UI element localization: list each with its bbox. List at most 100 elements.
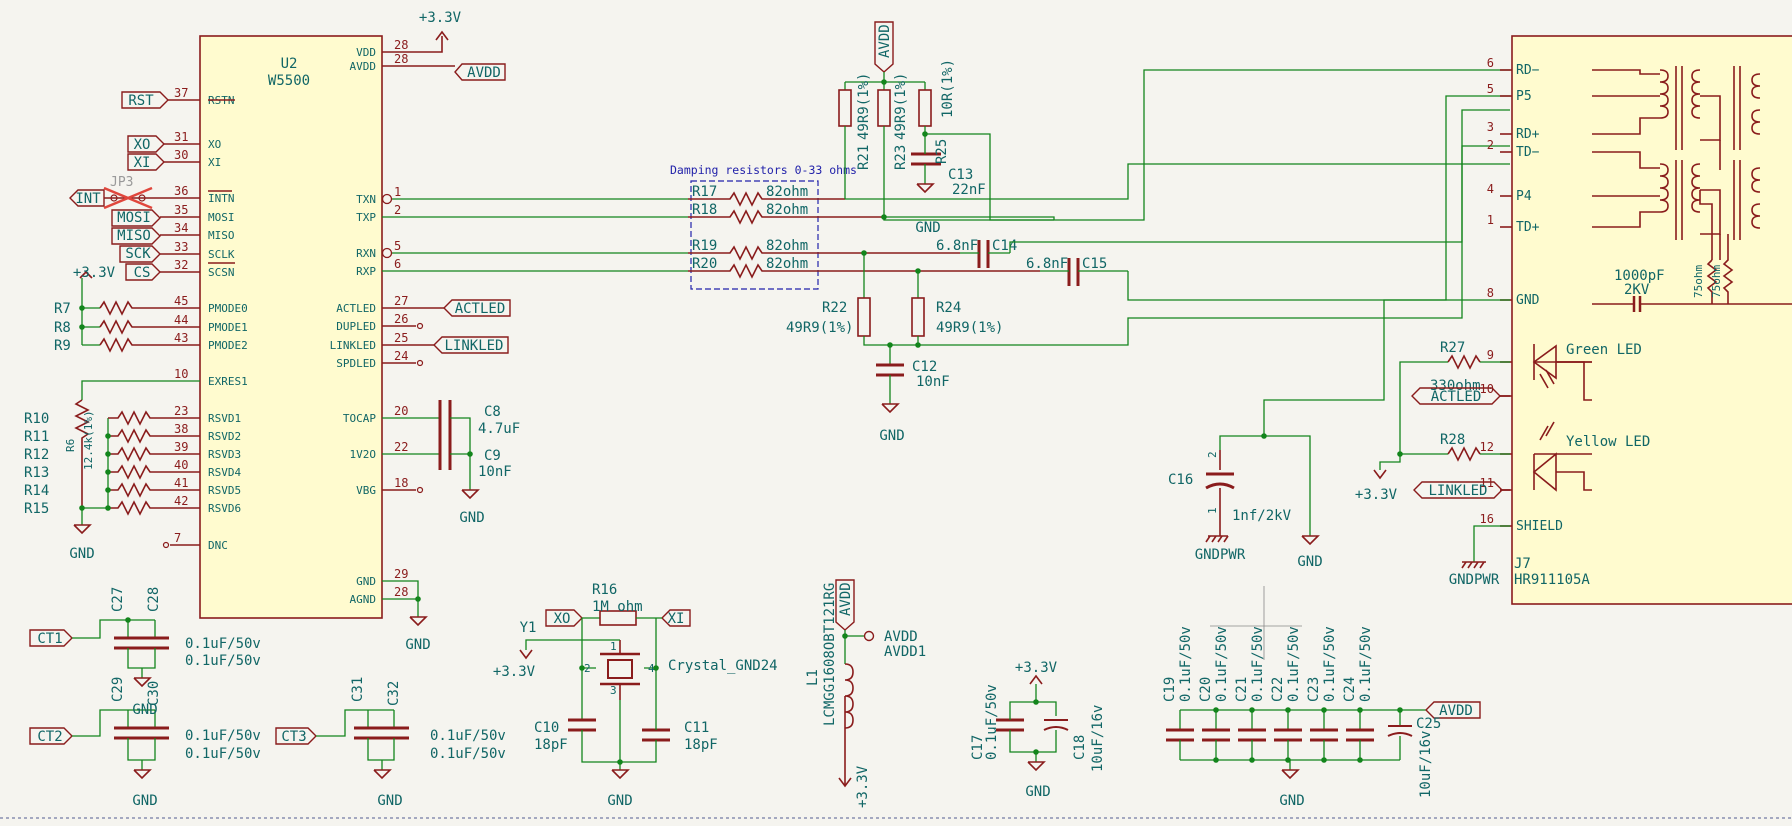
- led-resistors[interactable]: +3.3V R27 330ohm R28: [1355, 340, 1510, 503]
- j7-pin-num: 5: [1487, 82, 1494, 96]
- mosi-label[interactable]: MOSI: [111, 209, 200, 227]
- svg-text:R22: R22: [822, 300, 847, 316]
- svg-text:18pF: 18pF: [684, 737, 718, 753]
- svg-text:C28: C28: [146, 587, 162, 612]
- svg-text:R28: R28: [1440, 432, 1465, 448]
- c8-c9-caps[interactable]: GND C8 4.7uF C9 10nF: [382, 400, 520, 526]
- svg-text:GND: GND: [405, 637, 430, 653]
- actled-label-u2[interactable]: ACTLED: [382, 299, 511, 317]
- svg-text:GND: GND: [377, 793, 402, 809]
- bank-cap-ref: C23: [1306, 677, 1322, 702]
- svg-text:R17: R17: [692, 184, 717, 200]
- svg-text:49R9(1%): 49R9(1%): [786, 320, 853, 336]
- j7-pin-name: SHIELD: [1516, 519, 1563, 534]
- pmode-resistors[interactable]: +3.3V R7 R8 R9: [54, 265, 200, 354]
- jp3-ref: JP3: [110, 175, 133, 190]
- bank-cap-value: 0.1uF/50v: [1214, 626, 1230, 702]
- svg-text:C8: C8: [484, 404, 501, 420]
- svg-text:Crystal_GND24: Crystal_GND24: [668, 658, 778, 674]
- u2-pin-name: SPDLED: [336, 357, 376, 370]
- svg-text:R18: R18: [692, 202, 717, 218]
- svg-text:+3.3V: +3.3V: [855, 765, 871, 808]
- svg-text:Y1: Y1: [520, 620, 537, 636]
- svg-text:22nF: 22nF: [952, 182, 986, 198]
- u2-pin-num: 22: [394, 440, 408, 454]
- j7-gnd-c16[interactable]: GND 2 1 GNDPWR C16 1nf/2kV: [1168, 299, 1510, 570]
- u2-pin-name: AGND: [350, 593, 377, 606]
- svg-text:R23: R23: [893, 145, 909, 170]
- rst-label[interactable]: RST: [121, 91, 200, 109]
- miso-label[interactable]: MISO: [111, 227, 200, 245]
- l1-inductor[interactable]: AVDD AVDD AVDD1 +3.3V L1 LCMGG1608OBT121…: [805, 579, 926, 808]
- xi-label[interactable]: XI: [127, 153, 200, 171]
- svg-text:MOSI: MOSI: [117, 210, 151, 226]
- svg-text:GND: GND: [1297, 554, 1322, 570]
- u2-pin-name: PMODE2: [208, 339, 248, 352]
- svg-text:GND: GND: [915, 220, 940, 236]
- svg-text:R7: R7: [54, 301, 71, 317]
- u2-pin-name: RSVD2: [208, 430, 241, 443]
- u2-right-pins: VDD28AVDD28TXN1TXP2RXN5RXP6ACTLED27DUPLE…: [330, 38, 409, 606]
- u2-pin-name: EXRES1: [208, 375, 248, 388]
- u2-pin-num: 2: [394, 203, 401, 217]
- c17-c18-decoupling[interactable]: +3.3V GND C17 0.1uF/50v C18 10uF/16v: [970, 660, 1106, 800]
- u2-pin-name: VDD: [356, 46, 376, 59]
- svg-text:10nF: 10nF: [478, 464, 512, 480]
- svg-text:2: 2: [1206, 451, 1219, 458]
- svg-text:2KV: 2KV: [1624, 282, 1650, 298]
- ct1-decoupling[interactable]: CT1 C27 C28 0.1uF/50v 0.1uF/50v: [29, 587, 261, 688]
- ct3-decoupling[interactable]: CT3 GND C31 C32 0.1uF/50v 0.1uF/50v: [275, 677, 506, 809]
- svg-text:0.1uF/50v: 0.1uF/50v: [430, 746, 506, 762]
- u2-pin-num: 44: [174, 313, 188, 327]
- linkled-label-u2[interactable]: LINKLED: [382, 336, 509, 354]
- svg-text:R10: R10: [24, 411, 49, 427]
- svg-text:82ohm: 82ohm: [766, 238, 808, 254]
- linkled-label-j7[interactable]: LINKLED: [1413, 481, 1510, 499]
- rsvd-resistors[interactable]: R10 R11 R12 R13 R14 R15: [24, 410, 200, 517]
- u2-pin-num: 32: [174, 258, 188, 272]
- u2-pin-num: 34: [174, 221, 188, 235]
- shield-gnd: GNDPWR: [1449, 525, 1510, 588]
- j7-pin-num: 8: [1487, 286, 1494, 300]
- svg-text:18pF: 18pF: [534, 737, 568, 753]
- j7-pin-num: 1: [1487, 213, 1494, 227]
- j7-pin-num: 4: [1487, 182, 1494, 196]
- int-label[interactable]: INT JP3: [69, 175, 200, 210]
- rx-termination[interactable]: GND R22 49R9(1%) R24 49R9(1%) C12 10nF: [786, 109, 1510, 444]
- rx-caps[interactable]: 6.8nF C14 6.8nF C15: [936, 95, 1510, 301]
- avdd-label-u2[interactable]: AVDD: [454, 63, 506, 81]
- damping-annotation: Damping resistors 0-33 ohms: [670, 163, 857, 177]
- svg-text:XO: XO: [554, 611, 571, 627]
- damping-resistors[interactable]: R17 R18 R19 R20 82ohm 82ohm 82ohm 82ohm: [688, 184, 1040, 279]
- svg-text:0.1uF/50v: 0.1uF/50v: [185, 636, 261, 652]
- svg-text:GNDPWR: GNDPWR: [1449, 572, 1500, 588]
- ct2-decoupling[interactable]: CT2 GND GND C29 C30 0.1uF/50v 0.1uF/50v: [29, 677, 261, 809]
- power-3v3-top: +3.3V: [419, 10, 462, 26]
- svg-text:10uF/16v: 10uF/16v: [1090, 705, 1106, 772]
- svg-text:GND: GND: [132, 702, 157, 718]
- green-led-label: Green LED: [1566, 342, 1642, 358]
- tx-termination[interactable]: AVDD GND R21 49R9(1%) R23 49R9(1%) 10R(1…: [838, 21, 1054, 236]
- svg-text:R13: R13: [24, 465, 49, 481]
- u2-pin-num: 35: [174, 203, 188, 217]
- u2-pin-name: RSVD4: [208, 466, 241, 479]
- j7-pin-num: 3: [1487, 120, 1494, 134]
- xo-label[interactable]: XO: [127, 135, 200, 153]
- actled-label-j7[interactable]: ACTLED: [1411, 387, 1510, 405]
- u2-pin-num: 39: [174, 440, 188, 454]
- svg-text:ACTLED: ACTLED: [1431, 389, 1482, 405]
- u2-w5500-symbol[interactable]: U2 W5500 VDD28AVDD28TXN1TXP2RXN5RXP6ACTL…: [174, 35, 409, 619]
- u2-pin-num: 24: [394, 349, 408, 363]
- crystal-y1[interactable]: XO XI R16 1M ohm +3.3V Y1 Crystal_GND24 …: [493, 582, 778, 809]
- sck-label[interactable]: SCK: [119, 245, 200, 263]
- svg-text:1: 1: [610, 640, 617, 653]
- u2-pin-num: 10: [174, 367, 188, 381]
- svg-text:LINKLED: LINKLED: [444, 338, 503, 354]
- r6-exres-resistor[interactable]: R6 12.4k(1%) GND: [64, 380, 200, 562]
- svg-text:330ohm: 330ohm: [1430, 378, 1481, 394]
- cs-label[interactable]: CS: [125, 263, 200, 281]
- u2-pin-num: 27: [394, 294, 408, 308]
- j7-pin-name: RD+: [1516, 127, 1540, 142]
